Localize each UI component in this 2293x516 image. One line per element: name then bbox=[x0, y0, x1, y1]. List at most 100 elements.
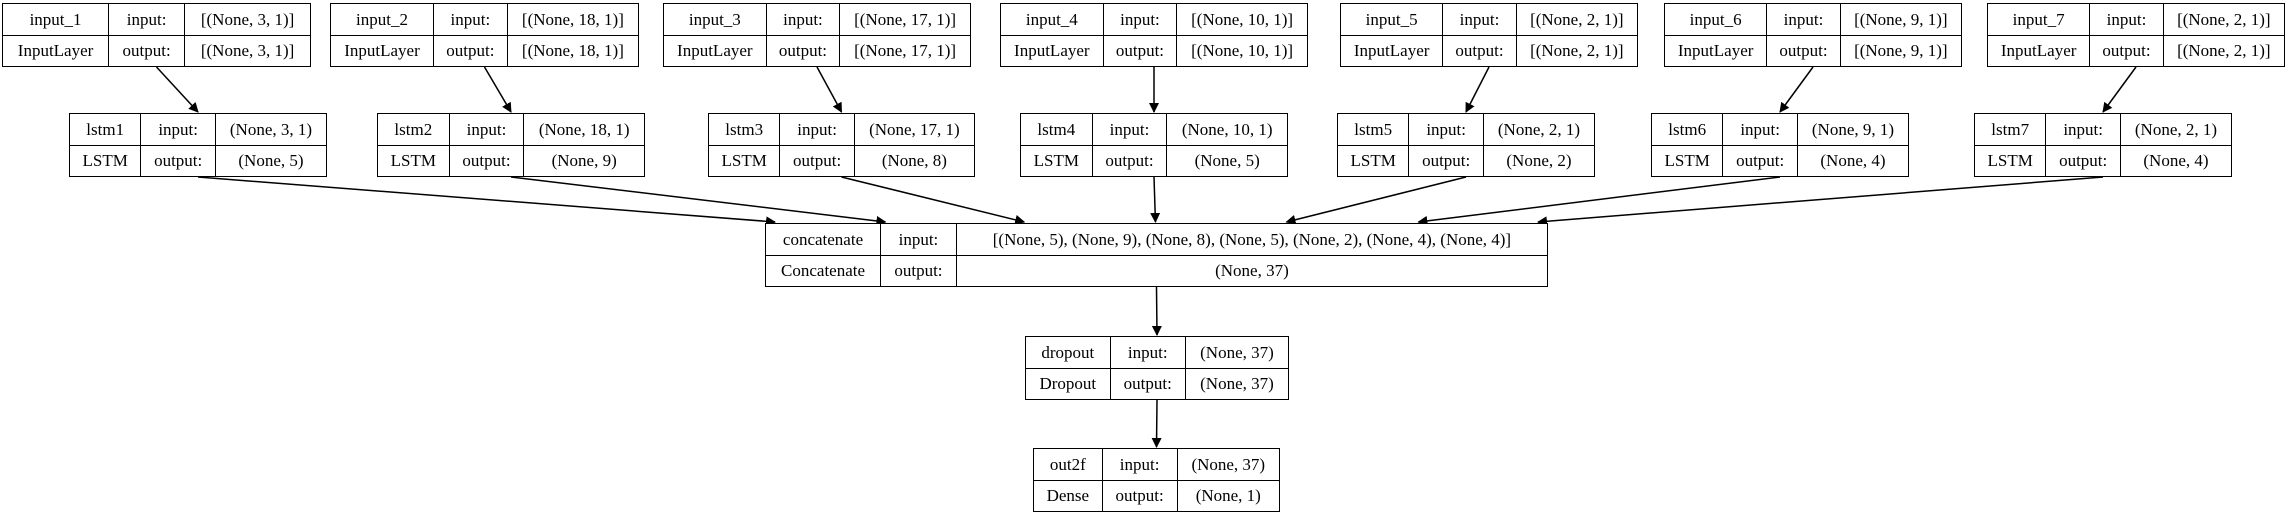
layer-type: InputLayer bbox=[3, 34, 110, 66]
output-label: output: bbox=[2045, 144, 2121, 176]
layer-type: LSTM bbox=[1021, 144, 1093, 176]
layer-type: InputLayer bbox=[331, 34, 434, 66]
layer-name: lstm1 bbox=[70, 114, 142, 146]
layer-name: input_7 bbox=[1988, 4, 2091, 36]
edge-lstm7-to-concatenate bbox=[1537, 176, 2104, 227]
input-shape: (None, 37) bbox=[1184, 337, 1288, 369]
layer-name: input_1 bbox=[3, 4, 110, 36]
edge-input_6-to-lstm6 bbox=[1779, 66, 1814, 113]
output-label: output: bbox=[2089, 34, 2164, 66]
layer-type: InputLayer bbox=[1988, 34, 2091, 66]
layer-type: InputLayer bbox=[1341, 34, 1444, 66]
input-shape: (None, 10, 1) bbox=[1166, 114, 1287, 146]
output-shape: [(None, 2, 1)] bbox=[2162, 34, 2284, 66]
input-label: input: bbox=[432, 4, 508, 36]
layer-name: lstm6 bbox=[1652, 114, 1724, 146]
input-label: input: bbox=[2089, 4, 2164, 36]
layer-type: Dropout bbox=[1026, 367, 1111, 399]
layer-name: input_2 bbox=[331, 4, 434, 36]
edge-dropout-to-out2f bbox=[1151, 399, 1162, 448]
layer-name: lstm4 bbox=[1021, 114, 1093, 146]
layer-name: input_6 bbox=[1665, 4, 1768, 36]
input-shape: (None, 2, 1) bbox=[2119, 114, 2231, 146]
output-label: output: bbox=[1408, 144, 1484, 176]
output-label: output: bbox=[779, 144, 855, 176]
output-label: output: bbox=[1442, 34, 1517, 66]
layer-type: InputLayer bbox=[1001, 34, 1104, 66]
output-shape: (None, 37) bbox=[955, 254, 1547, 286]
input-shape: [(None, 18, 1)] bbox=[506, 4, 638, 36]
input-label: input: bbox=[1101, 449, 1178, 481]
output-shape: [(None, 18, 1)] bbox=[506, 34, 638, 66]
edge-lstm2-to-concatenate bbox=[510, 176, 887, 226]
output-shape: (None, 8) bbox=[853, 144, 974, 176]
output-shape: [(None, 3, 1)] bbox=[184, 34, 310, 66]
input-shape: (None, 18, 1) bbox=[523, 114, 644, 146]
edge-concatenate-to-dropout bbox=[1151, 286, 1162, 336]
edge-input_1-to-lstm1 bbox=[155, 66, 199, 113]
layer-name: concatenate bbox=[766, 224, 882, 256]
input-shape: [(None, 5), (None, 9), (None, 8), (None,… bbox=[955, 224, 1547, 256]
output-label: output: bbox=[108, 34, 186, 66]
output-label: output: bbox=[1766, 34, 1841, 66]
layer-type: InputLayer bbox=[664, 34, 767, 66]
output-shape: [(None, 2, 1)] bbox=[1515, 34, 1637, 66]
output-shape: (None, 1) bbox=[1176, 479, 1279, 511]
layer-type: Concatenate bbox=[766, 254, 882, 286]
input-label: input: bbox=[1722, 114, 1798, 146]
input-label: input: bbox=[140, 114, 216, 146]
input-label: input: bbox=[1408, 114, 1484, 146]
output-label: output: bbox=[1109, 367, 1186, 399]
output-label: output: bbox=[1101, 479, 1178, 511]
output-label: output: bbox=[432, 34, 508, 66]
input-label: input: bbox=[1766, 4, 1841, 36]
output-shape: (None, 4) bbox=[1796, 144, 1908, 176]
output-label: output: bbox=[880, 254, 957, 286]
input-label: input: bbox=[108, 4, 186, 36]
edge-lstm1-to-concatenate bbox=[197, 176, 776, 227]
input-shape: (None, 3, 1) bbox=[214, 114, 326, 146]
input-shape: (None, 37) bbox=[1176, 449, 1279, 481]
edge-lstm4-to-concatenate bbox=[1150, 176, 1161, 223]
edge-input_5-to-lstm5 bbox=[1465, 66, 1490, 113]
input-label: input: bbox=[1442, 4, 1517, 36]
output-label: output: bbox=[765, 34, 841, 66]
input-label: input: bbox=[765, 4, 841, 36]
output-label: output: bbox=[140, 144, 216, 176]
edge-lstm5-to-concatenate bbox=[1285, 176, 1467, 225]
input-label: input: bbox=[2045, 114, 2121, 146]
input-shape: [(None, 2, 1)] bbox=[2162, 4, 2284, 36]
edge-lstm6-to-concatenate bbox=[1417, 176, 1781, 226]
output-shape: (None, 37) bbox=[1184, 367, 1288, 399]
input-shape: [(None, 3, 1)] bbox=[184, 4, 310, 36]
output-shape: (None, 5) bbox=[1166, 144, 1287, 176]
layer-name: dropout bbox=[1026, 337, 1111, 369]
layer-type: LSTM bbox=[709, 144, 781, 176]
layer-name: input_5 bbox=[1341, 4, 1444, 36]
input-label: input: bbox=[880, 224, 957, 256]
layer-name: lstm2 bbox=[378, 114, 450, 146]
layer-name: lstm5 bbox=[1338, 114, 1410, 146]
layer-type: LSTM bbox=[1338, 144, 1410, 176]
input-shape: (None, 17, 1) bbox=[853, 114, 974, 146]
output-label: output: bbox=[1091, 144, 1168, 176]
output-shape: (None, 4) bbox=[2119, 144, 2231, 176]
layer-type: LSTM bbox=[1975, 144, 2047, 176]
input-label: input: bbox=[448, 114, 525, 146]
layer-name: lstm7 bbox=[1975, 114, 2047, 146]
input-label: input: bbox=[1109, 337, 1186, 369]
input-shape: [(None, 10, 1)] bbox=[1176, 4, 1307, 36]
input-shape: [(None, 17, 1)] bbox=[839, 4, 970, 36]
input-shape: [(None, 9, 1)] bbox=[1839, 4, 1961, 36]
